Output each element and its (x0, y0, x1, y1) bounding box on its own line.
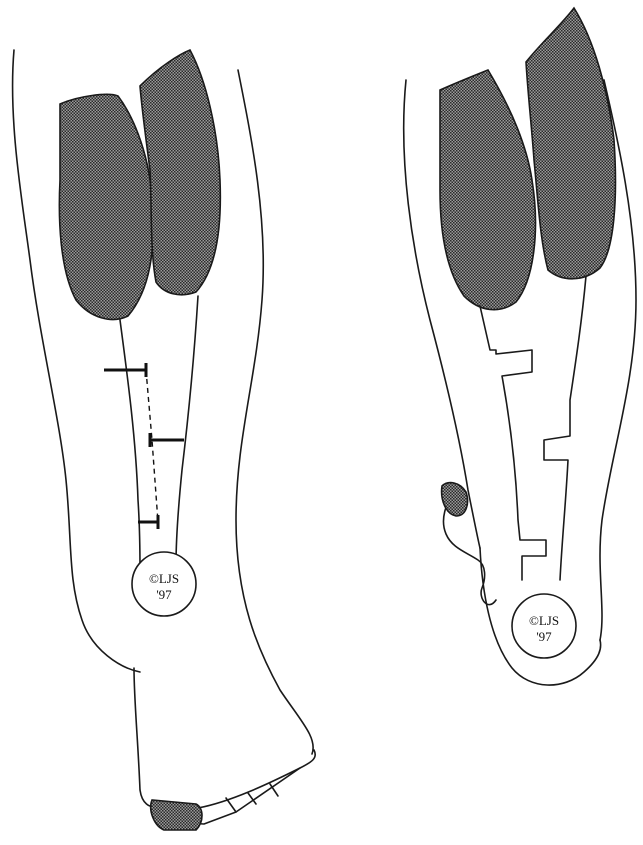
right-copyright-line2: '97 (536, 629, 552, 644)
left-leg-outer-contour-right (236, 70, 313, 754)
left-incision-dashed-line (146, 370, 158, 522)
right-tendon-channel-medial (480, 306, 546, 580)
left-heel-stipple (151, 800, 202, 830)
left-copyright-line1: ©LJS (149, 571, 179, 586)
right-muscle-belly-lateral (526, 8, 615, 279)
right-muscle-belly-medial (440, 70, 535, 310)
right-leg-figure: ©LJS '97 (404, 8, 636, 685)
left-tendon-channel-lateral (176, 296, 198, 565)
right-copyright-line1: ©LJS (529, 613, 559, 628)
left-tendon-channel-medial (120, 320, 140, 570)
left-foot-crease-1 (226, 798, 236, 812)
left-muscle-belly-medial (59, 94, 153, 319)
left-copyright-line2: '97 (156, 587, 172, 602)
left-leg-figure: ©LJS '97 (13, 50, 316, 830)
left-foot-outline (134, 668, 315, 808)
right-tendon-channel-lateral (544, 276, 586, 580)
left-muscle-belly-lateral (140, 50, 220, 295)
